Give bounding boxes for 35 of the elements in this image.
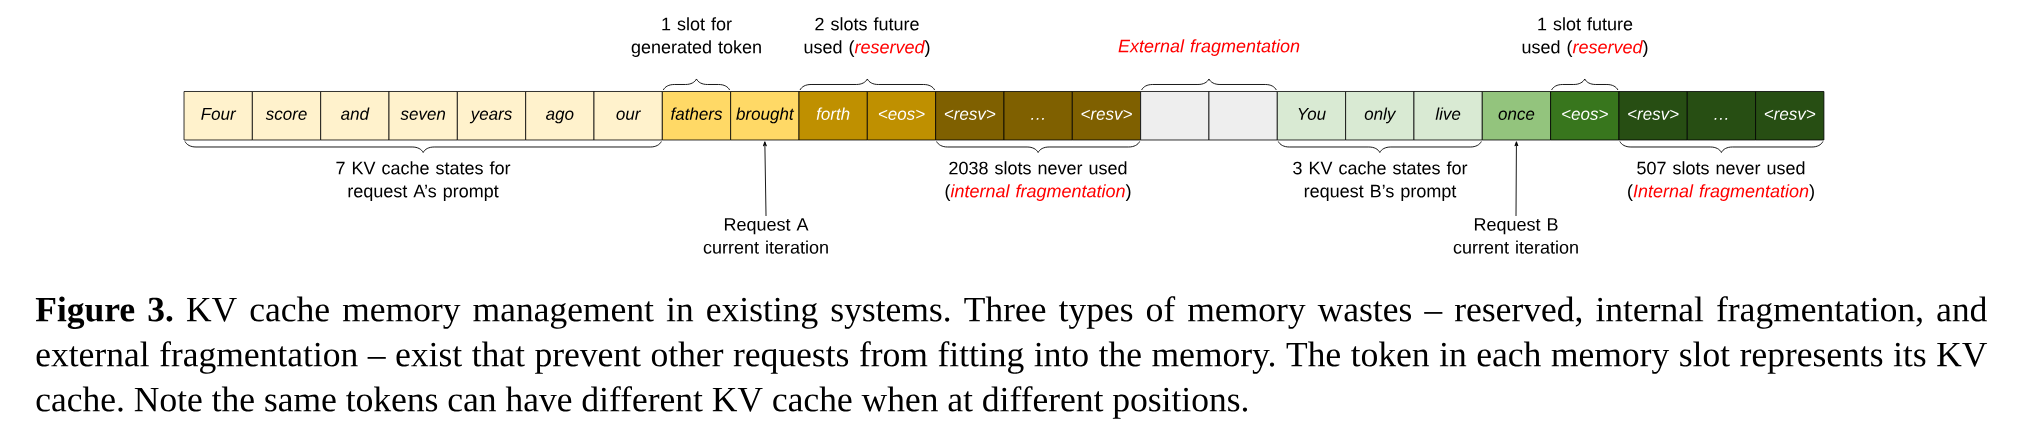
memory-slot: seven — [388, 91, 458, 141]
memory-slot: score — [251, 91, 322, 141]
arrow — [762, 141, 767, 217]
figure-caption: Figure 3. KV cache memory management in existing systems. Three types of memory wastes – reserved, internal fragmentation, and external fragmentation – exist that prevent other requests from fitting into the memory. The token in each memory slot represents its KV cache. Note the same tokens can have different KV cache when at different positions. — [35, 296, 1988, 419]
text-label: Request B current iteration — [1453, 218, 1578, 254]
memory-slot: years — [456, 91, 527, 141]
memory-slot: <resv> — [1071, 91, 1142, 141]
brace-label: 2 slots future used (reserved) — [804, 17, 930, 57]
memory-slot: <eos> — [1550, 91, 1620, 141]
memory-slot: <eos> — [866, 91, 937, 141]
memory-slot: … — [1686, 91, 1756, 141]
brace-label: 3 KV cache states for request B’s prompt — [1293, 161, 1468, 201]
memory-slot: ago — [525, 91, 595, 141]
memory-slot: <resv> — [935, 91, 1005, 141]
brace-label: 1 slot for generated token — [631, 17, 761, 57]
memory-slot: You — [1276, 91, 1346, 141]
memory-slot: <resv> — [1755, 91, 1825, 141]
memory-slot: brought — [730, 91, 800, 141]
brace-label: 2038 slots never used (internal fragmentation) — [945, 161, 1131, 201]
memory-slot: live — [1413, 91, 1483, 141]
memory-slot: <resv> — [1618, 91, 1688, 141]
memory-slot: … — [1003, 91, 1073, 141]
memory-slot: our — [593, 91, 663, 141]
memory-slot: only — [1345, 91, 1415, 141]
memory-slot: once — [1481, 91, 1551, 141]
brace-label: 7 KV cache states for request A’s prompt — [336, 161, 511, 201]
brace-label: External fragmentation — [1118, 39, 1300, 56]
memory-slot: forth — [798, 91, 868, 141]
brace-label: 507 slots never used (Internal fragmentation) — [1628, 161, 1814, 201]
arrow — [1514, 141, 1519, 217]
brace-label: 1 slot future used (reserved) — [1522, 17, 1648, 57]
memory-slot: Four — [183, 91, 253, 141]
memory-slot: fathers — [661, 91, 732, 141]
memory-slot: and — [320, 91, 390, 141]
text-label: Request A current iteration — [703, 218, 828, 254]
